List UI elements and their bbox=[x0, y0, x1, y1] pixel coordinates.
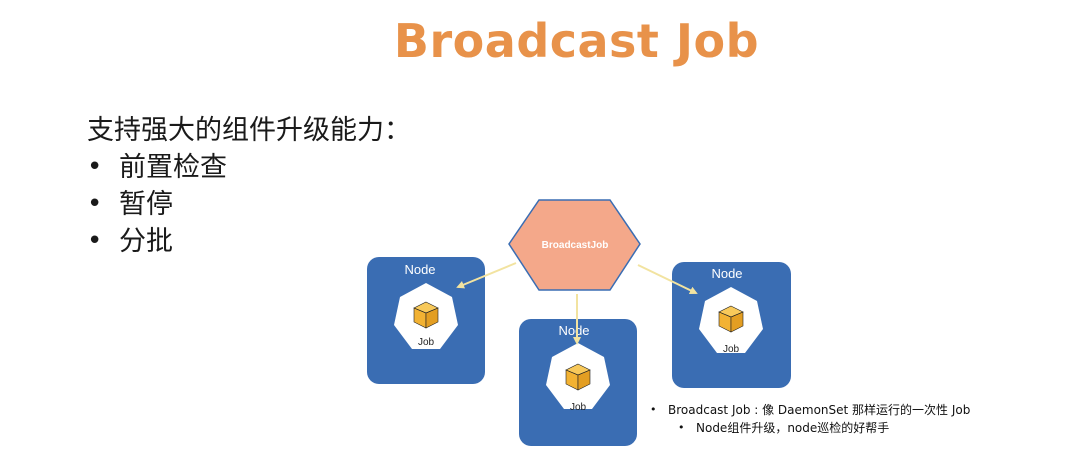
feature-item: • 分批 bbox=[87, 223, 411, 260]
feature-item-label: 暂停 bbox=[119, 189, 173, 220]
broadcastjob-hexagon: BroadcastJob bbox=[508, 199, 641, 291]
node-label: Node bbox=[558, 323, 589, 338]
job-label: Job bbox=[723, 344, 740, 355]
bullet-icon: • bbox=[650, 403, 657, 416]
feature-heading: 支持强大的组件升级能力： bbox=[87, 115, 411, 146]
note-item: • Broadcast Job : 像 DaemonSet 那样运行的一次性 Jo… bbox=[650, 401, 970, 419]
feature-item: • 暂停 bbox=[87, 186, 411, 223]
feature-item-label: 前置检查 bbox=[119, 152, 227, 183]
notes-list: • Broadcast Job : 像 DaemonSet 那样运行的一次性 Jo… bbox=[650, 401, 970, 437]
arrow-to-node-right bbox=[637, 264, 698, 294]
feature-items: • 前置检查 • 暂停 • 分批 bbox=[87, 149, 411, 260]
node-card: Node Job bbox=[672, 262, 791, 388]
feature-item: • 前置检查 bbox=[87, 149, 411, 186]
node-label: Node bbox=[404, 262, 435, 277]
feature-list: 支持强大的组件升级能力： • 前置检查 • 暂停 • 分批 bbox=[87, 112, 411, 260]
bullet-icon: • bbox=[678, 421, 685, 434]
cube-icon bbox=[565, 363, 591, 391]
note-text: Node组件升级，node巡检的好帮手 bbox=[696, 421, 890, 435]
node-label: Node bbox=[711, 266, 742, 281]
job-label: Job bbox=[418, 337, 435, 348]
note-text: Broadcast Job : 像 DaemonSet 那样运行的一次性 Job bbox=[668, 403, 971, 417]
page-title: Broadcast Job bbox=[393, 14, 760, 68]
cube-icon bbox=[718, 305, 744, 333]
arrow-to-node-left bbox=[456, 262, 517, 289]
feature-item-label: 分批 bbox=[119, 226, 173, 257]
node-card: Node Job bbox=[519, 319, 637, 446]
cube-icon bbox=[413, 301, 439, 329]
broadcastjob-label: BroadcastJob bbox=[542, 240, 609, 251]
bullet-icon: • bbox=[87, 226, 103, 256]
bullet-icon: • bbox=[87, 152, 103, 182]
note-subitem: • Node组件升级，node巡检的好帮手 bbox=[650, 419, 970, 437]
node-card: Node Job bbox=[367, 257, 485, 384]
bullet-icon: • bbox=[87, 189, 103, 219]
job-label: Job bbox=[570, 402, 587, 413]
